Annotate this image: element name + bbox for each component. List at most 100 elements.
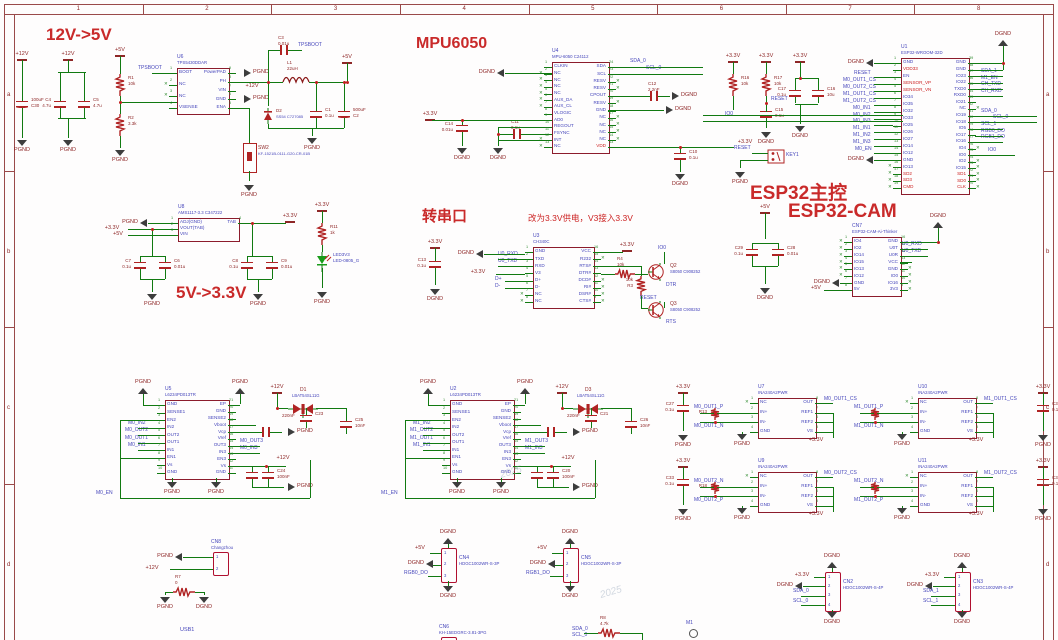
cap-plate: [677, 404, 689, 407]
wire: [60, 72, 61, 95]
power-bar: [1038, 466, 1048, 468]
resistor-r17: [759, 74, 773, 96]
pin-number: 7: [894, 97, 897, 102]
wire: [346, 415, 347, 421]
cap-plate: [300, 420, 312, 422]
capacitor-c28: C28: [787, 245, 796, 250]
wire: [900, 242, 938, 243]
wire: [900, 249, 928, 250]
pin-name: NC: [554, 70, 561, 76]
capacitor-c24-value: 100nF: [277, 474, 290, 479]
pin-name: VLOGIC: [554, 110, 572, 116]
wire: [993, 432, 994, 438]
wire: [128, 235, 170, 236]
pin-name: U0T: [889, 245, 898, 251]
pin-number: 7: [976, 405, 979, 410]
pin-number: 3: [911, 415, 914, 420]
wire: [893, 174, 901, 176]
wire: [680, 147, 681, 153]
wire: [641, 296, 642, 308]
wire: [983, 413, 993, 414]
ic-u4: [552, 62, 610, 154]
wire: [120, 420, 121, 498]
pin-number: 1: [216, 553, 219, 559]
label-d3-part: LBAT54SL11G: [577, 393, 605, 398]
capacitor-value: 2.2nF: [648, 87, 660, 92]
wire: [537, 487, 569, 488]
net-label-reset: RESET: [734, 145, 751, 151]
nc-mark: ✕: [839, 265, 843, 271]
nc-mark: ✕: [905, 399, 909, 404]
ground-arrow: [493, 148, 503, 154]
pin-number: 27: [969, 134, 974, 139]
wire: [268, 479, 269, 485]
pin-number: 17: [229, 425, 234, 430]
pin-number: 19: [229, 411, 234, 416]
wire: [236, 466, 266, 467]
wire: [525, 266, 533, 268]
ground-dgnd: DGND: [929, 213, 947, 219]
wire: [433, 553, 441, 554]
pin-number: 1: [170, 66, 173, 70]
ground-pgnd: PGND: [250, 301, 266, 307]
cap-plate: [310, 116, 322, 118]
junction-dot: [250, 221, 254, 225]
frame-row-right-c: c: [1046, 405, 1049, 412]
pin-name: OUT3: [498, 442, 511, 448]
pin-name: INT: [554, 136, 562, 142]
net-label-scl_1: SCL_1: [923, 598, 939, 604]
wire: [968, 141, 976, 143]
pin-name: GND: [215, 469, 226, 475]
wire: [84, 95, 85, 101]
nc-mark: ✕: [888, 170, 892, 176]
wire: [893, 104, 901, 106]
wire: [750, 432, 758, 433]
pin-number: 4: [239, 216, 242, 220]
net-label-m0_out2_p: M0_OUT2_P: [694, 497, 724, 503]
pin-number: 17: [894, 167, 899, 172]
pin-name: Vcp: [218, 428, 226, 434]
pin-name: IN-: [760, 418, 767, 424]
wire: [498, 259, 525, 260]
pin-number: 2: [845, 241, 848, 246]
nc-mark: ✕: [601, 298, 605, 303]
wire: [817, 595, 825, 597]
net-label-m1_in2: M1_IN2: [853, 132, 871, 138]
wire: [228, 411, 236, 413]
nc-mark: ✕: [888, 163, 892, 169]
wire: [513, 459, 521, 461]
ground-arrow: [160, 597, 170, 603]
wire: [525, 273, 533, 275]
pin-number: 15: [594, 252, 599, 257]
wire: [157, 420, 165, 422]
resistor-r8: R8: [600, 615, 606, 620]
pin-number: 22: [969, 167, 974, 172]
connector-cn4-ref: CN4: [459, 555, 470, 561]
pin-number: 4: [911, 425, 914, 429]
ground-arrow: [167, 482, 177, 488]
pin-number: 10: [594, 287, 599, 292]
wire: [874, 146, 893, 147]
power-flag-5v: +5V: [342, 54, 352, 60]
wire: [120, 56, 121, 74]
pin-name: REF1: [961, 483, 973, 489]
wire: [947, 577, 955, 578]
ic-u8-part: AMS1117-3.3 C347222: [178, 209, 223, 215]
ground-dgnd: DGND: [675, 106, 692, 112]
capacitor-c3: C3: [278, 35, 284, 40]
frame-tick: [528, 4, 530, 14]
ground-arrow: [1038, 509, 1048, 515]
wire: [752, 243, 753, 249]
transistor-q2: [648, 263, 664, 281]
wire: [1043, 491, 1044, 505]
cap-plate: [547, 471, 559, 474]
net-label-m1_in3: M1_IN3: [525, 445, 543, 451]
wire: [544, 73, 552, 75]
ic-u1-ref: U1: [901, 44, 908, 50]
pin-number: 19: [894, 181, 899, 185]
ground-arrow: [737, 434, 747, 440]
ground-dgnd: DGND: [426, 296, 444, 302]
ground-pgnd: PGND: [493, 489, 509, 495]
wire: [553, 479, 554, 485]
net-label-sda_0: SDA_0: [572, 626, 588, 632]
